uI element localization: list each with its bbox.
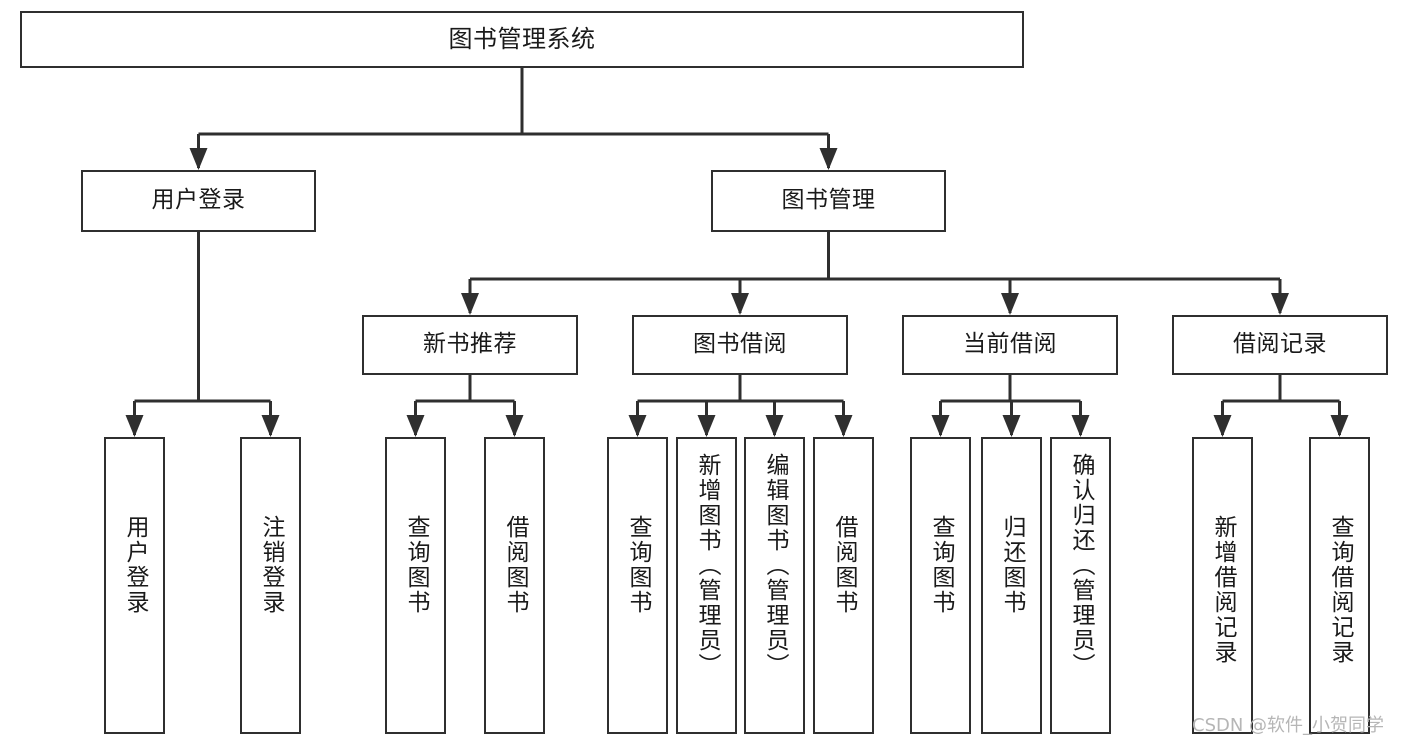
node-label: 图书借阅: [693, 331, 787, 358]
node-label: 编辑图书（管理员）: [762, 453, 788, 678]
node-label: 查询图书: [928, 515, 954, 615]
node-label: 查询图书: [625, 515, 651, 615]
node-label: 借阅记录: [1233, 331, 1327, 358]
node-l-add[interactable]: 新增图书（管理员）: [676, 437, 737, 734]
node-label: 新增借阅记录: [1210, 515, 1236, 665]
node-label: 借阅图书: [831, 515, 857, 615]
node-newbook[interactable]: 新书推荐: [362, 315, 578, 375]
node-label: 借阅图书: [502, 515, 528, 615]
node-l-addrec[interactable]: 新增借阅记录: [1192, 437, 1253, 734]
node-l-borrow2[interactable]: 借阅图书: [813, 437, 874, 734]
node-l-query2[interactable]: 查询图书: [607, 437, 668, 734]
node-label: 新增图书（管理员）: [694, 453, 720, 678]
node-l-query3[interactable]: 查询图书: [910, 437, 971, 734]
node-l-query1[interactable]: 查询图书: [385, 437, 446, 734]
node-label: 查询借阅记录: [1327, 515, 1353, 665]
node-l-queryrec[interactable]: 查询借阅记录: [1309, 437, 1370, 734]
node-root[interactable]: 图书管理系统: [20, 11, 1024, 68]
node-label: 查询图书: [403, 515, 429, 615]
node-records[interactable]: 借阅记录: [1172, 315, 1388, 375]
watermark: CSDN @软件_小贺同学: [1192, 715, 1385, 736]
node-l-confirm[interactable]: 确认归还（管理员）: [1050, 437, 1111, 734]
node-bookmgmt[interactable]: 图书管理: [711, 170, 946, 232]
node-login[interactable]: 用户登录: [81, 170, 316, 232]
node-current[interactable]: 当前借阅: [902, 315, 1118, 375]
node-label: 归还图书: [999, 515, 1025, 615]
node-label: 注销登录: [258, 515, 284, 615]
node-l-return[interactable]: 归还图书: [981, 437, 1042, 734]
node-borrow[interactable]: 图书借阅: [632, 315, 848, 375]
node-label: 新书推荐: [423, 331, 517, 358]
node-label: 确认归还（管理员）: [1068, 453, 1094, 678]
node-label: 用户登录: [122, 515, 148, 615]
node-l-logout[interactable]: 注销登录: [240, 437, 301, 734]
node-label: 当前借阅: [963, 331, 1057, 358]
node-l-edit[interactable]: 编辑图书（管理员）: [744, 437, 805, 734]
node-label: 图书管理系统: [448, 25, 596, 54]
node-l-login[interactable]: 用户登录: [104, 437, 165, 734]
node-l-borrow1[interactable]: 借阅图书: [484, 437, 545, 734]
node-label: 用户登录: [151, 187, 246, 214]
node-label: 图书管理: [781, 187, 876, 214]
